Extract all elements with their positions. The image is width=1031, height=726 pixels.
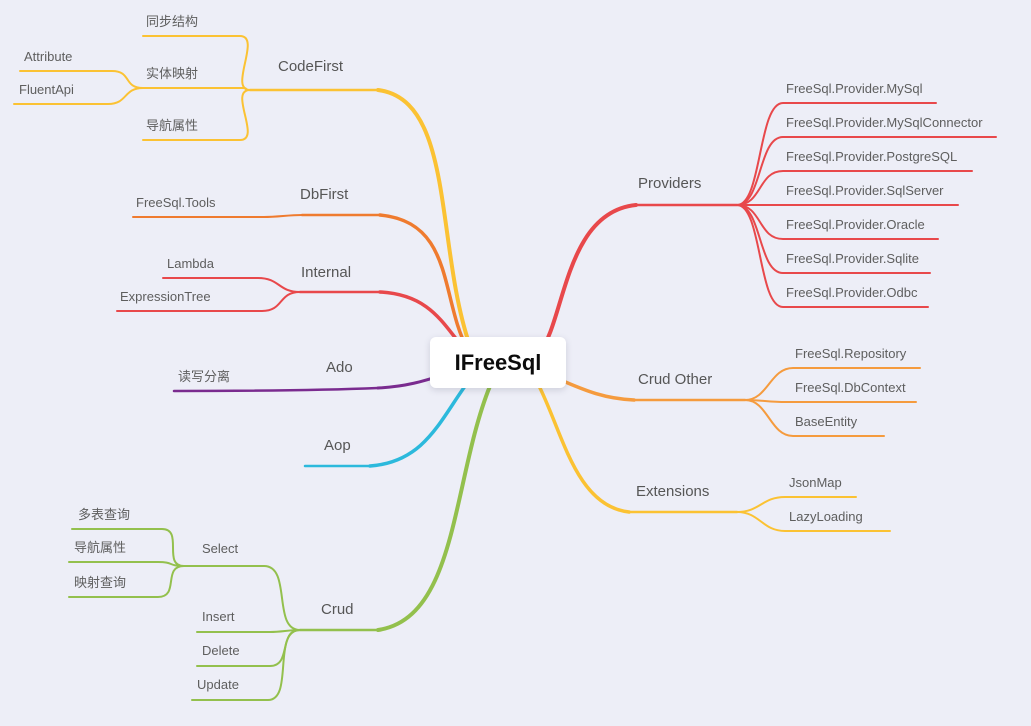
- node-update[interactable]: Update: [197, 677, 239, 692]
- curve-codefirst-nav-properties: [142, 89, 251, 141]
- node-codefirst[interactable]: CodeFirst: [278, 58, 344, 75]
- curve-dbfirst-freesql-tools: [132, 214, 303, 218]
- node-entity-mapping[interactable]: 实体映射: [146, 66, 199, 81]
- curve-codefirst-sync-structure: [142, 35, 251, 91]
- center-node[interactable]: IFreeSql: [430, 337, 566, 388]
- node-jsonmap[interactable]: JsonMap: [789, 475, 842, 490]
- node-select-nav-properties[interactable]: 导航属性: [74, 540, 127, 555]
- curve-center-providers: [538, 203, 638, 354]
- curve-providers-mysql: [736, 102, 937, 206]
- node-freesql-dbcontext[interactable]: FreeSql.DbContext: [795, 380, 906, 395]
- curve-providers-postgresql: [736, 170, 973, 206]
- node-read-write-split[interactable]: 读写分离: [178, 369, 231, 384]
- curve-crud-other-repository: [744, 367, 921, 401]
- node-lazyloading[interactable]: LazyLoading: [789, 509, 863, 524]
- node-ado[interactable]: Ado: [326, 359, 353, 376]
- curve-center-extensions: [536, 382, 631, 514]
- curve-crud-update: [191, 629, 301, 701]
- node-nav-properties[interactable]: 导航属性: [146, 118, 199, 133]
- curve-select-nav-properties: [68, 561, 185, 567]
- curve-providers-mysqlconnector: [736, 136, 997, 206]
- node-mapping-query[interactable]: 映射查询: [74, 575, 127, 590]
- node-select[interactable]: Select: [202, 541, 239, 556]
- curve-center-dbfirst: [378, 213, 470, 352]
- node-provider-mysql[interactable]: FreeSql.Provider.MySql: [786, 81, 923, 96]
- curve-crud-select: [183, 565, 301, 631]
- node-expressiontree[interactable]: ExpressionTree: [120, 289, 211, 304]
- node-lambda[interactable]: Lambda: [167, 256, 214, 271]
- node-provider-oracle[interactable]: FreeSql.Provider.Oracle: [786, 217, 925, 232]
- node-crud[interactable]: Crud: [321, 601, 354, 618]
- curve-internal-lambda: [162, 277, 301, 293]
- node-freesql-repository[interactable]: FreeSql.Repository: [795, 346, 907, 361]
- node-crud-other[interactable]: Crud Other: [638, 371, 713, 388]
- node-provider-mysqlconnector[interactable]: FreeSql.Provider.MySqlConnector: [786, 115, 983, 130]
- node-extensions[interactable]: Extensions: [636, 483, 710, 500]
- curve-select-multi-table-query: [71, 528, 185, 567]
- node-insert[interactable]: Insert: [202, 609, 235, 624]
- node-delete[interactable]: Delete: [202, 643, 240, 658]
- curve-select-mapping-query: [68, 565, 185, 598]
- curve-internal-expressiontree: [116, 291, 301, 312]
- curve-center-crud: [376, 384, 492, 632]
- curve-crud-other-baseentity: [744, 399, 885, 437]
- node-multi-table-query[interactable]: 多表查询: [78, 507, 131, 522]
- curve-entity-mapping-attribute: [19, 70, 144, 89]
- node-fluentapi[interactable]: FluentApi: [19, 82, 74, 97]
- curve-providers-odbc: [736, 204, 929, 308]
- curve-codefirst-entity-mapping: [142, 87, 251, 91]
- node-aop[interactable]: Aop: [324, 437, 351, 454]
- node-attribute[interactable]: Attribute: [24, 49, 73, 64]
- node-sync-structure[interactable]: 同步结构: [146, 14, 199, 29]
- line-ado-read-write-split: [172, 386, 380, 393]
- node-dbfirst[interactable]: DbFirst: [300, 186, 349, 203]
- node-provider-postgresql[interactable]: FreeSql.Provider.PostgreSQL: [786, 149, 958, 164]
- curve-entity-mapping-fluentapi: [13, 87, 144, 105]
- node-baseentity[interactable]: BaseEntity: [795, 414, 858, 429]
- node-provider-sqlserver[interactable]: FreeSql.Provider.SqlServer: [786, 183, 944, 198]
- node-freesql-tools[interactable]: FreeSql.Tools: [136, 195, 216, 210]
- node-provider-sqlite[interactable]: FreeSql.Provider.Sqlite: [786, 251, 919, 266]
- curve-extensions-lazyloading: [736, 511, 891, 532]
- curve-extensions-jsonmap: [736, 496, 857, 513]
- node-provider-odbc[interactable]: FreeSql.Provider.Odbc: [786, 285, 918, 300]
- node-internal[interactable]: Internal: [301, 264, 352, 281]
- curve-center-codefirst: [376, 88, 472, 348]
- curve-center-aop: [368, 380, 470, 468]
- curve-crud-insert: [196, 629, 301, 633]
- node-providers[interactable]: Providers: [638, 175, 702, 192]
- curve-crud-other-dbcontext: [744, 399, 917, 403]
